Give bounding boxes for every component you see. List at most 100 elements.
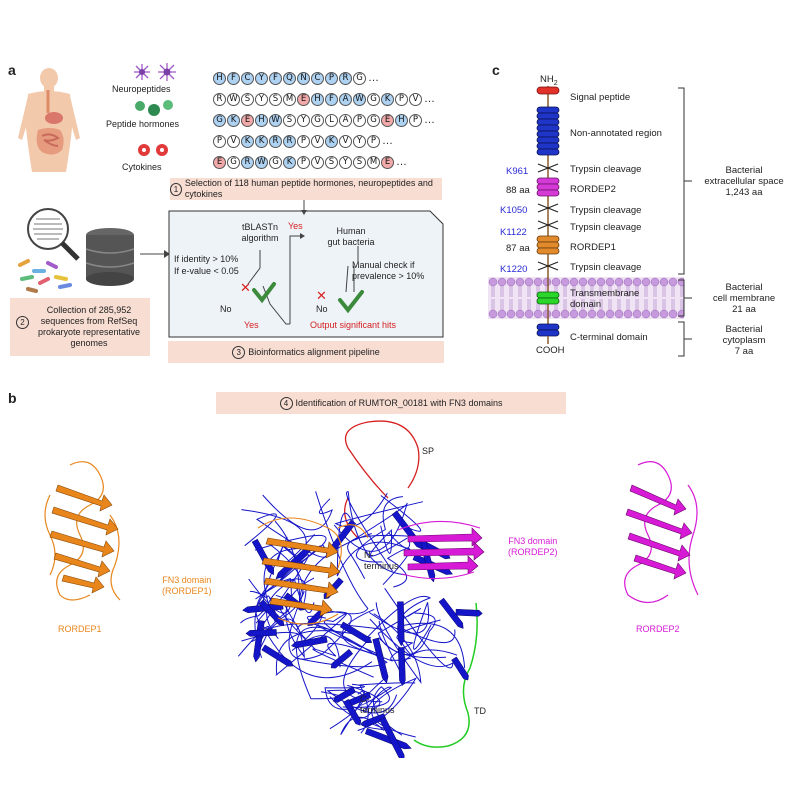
residue: K bbox=[227, 113, 240, 127]
sequence-ellipsis: … bbox=[382, 135, 393, 147]
residue: R bbox=[213, 92, 226, 106]
residue: Y bbox=[255, 71, 268, 85]
residue: Y bbox=[255, 92, 268, 106]
residue: F bbox=[269, 71, 282, 85]
residue: P bbox=[395, 92, 408, 106]
label-rordep1: RORDEP1 bbox=[570, 242, 616, 253]
label-signal-peptide: Signal peptide bbox=[570, 92, 631, 103]
residue: Y bbox=[339, 155, 352, 169]
scissors-icon bbox=[537, 163, 559, 173]
step2-line: Collection of 285,952 bbox=[46, 305, 132, 315]
residue: P bbox=[409, 113, 422, 127]
residue: H bbox=[213, 71, 226, 85]
label-c-terminal: C-terminal domain bbox=[570, 332, 648, 343]
label-sp: SP bbox=[422, 446, 435, 456]
no-label-1: No bbox=[220, 304, 232, 314]
residue: K bbox=[381, 92, 394, 106]
peptide-hormone-icon bbox=[135, 100, 173, 116]
residue: W bbox=[227, 92, 240, 106]
label-n-terminus: N-terminus bbox=[364, 550, 399, 571]
residue: E bbox=[381, 155, 394, 169]
label-c-terminus: C-terminus bbox=[360, 694, 395, 715]
step3-number: 3 bbox=[232, 345, 246, 359]
evalue-condition: If e-value < 0.05 bbox=[174, 266, 239, 276]
sequence-ellipsis: … bbox=[424, 93, 435, 105]
output-label: Output significant hits bbox=[310, 320, 397, 330]
residue: V bbox=[227, 134, 240, 148]
length-rordep1: 87 aa bbox=[506, 243, 530, 254]
residue: R bbox=[283, 134, 296, 148]
residue: Y bbox=[353, 134, 366, 148]
pipeline-box bbox=[168, 210, 444, 338]
neuropeptide-icon bbox=[134, 63, 176, 81]
category-neuropeptides: Neuropeptides bbox=[112, 84, 171, 94]
residue: E bbox=[213, 155, 226, 169]
residue: G bbox=[269, 155, 282, 169]
residue: K bbox=[283, 155, 296, 169]
residue: L bbox=[325, 113, 338, 127]
residue: G bbox=[367, 113, 380, 127]
step1-banner: 1 Selection of 118 human peptide hormone… bbox=[170, 178, 442, 200]
residue: Y bbox=[297, 113, 310, 127]
residue: W bbox=[255, 155, 268, 169]
step1-text: Selection of 118 human peptide hormones,… bbox=[184, 178, 433, 199]
residue: K bbox=[241, 134, 254, 148]
residue: P bbox=[297, 155, 310, 169]
sequence-ellipsis: … bbox=[424, 114, 435, 126]
step2-line: sequences from RefSeq bbox=[40, 316, 138, 326]
residue: W bbox=[269, 113, 282, 127]
residue: A bbox=[339, 92, 352, 106]
sequence-ellipsis: … bbox=[396, 156, 407, 168]
nh2-label: NH2 bbox=[540, 74, 558, 87]
label-non-annotated: Non-annotated region bbox=[570, 128, 662, 139]
no-label-2: No bbox=[316, 304, 328, 314]
membrane-bilayer bbox=[488, 277, 684, 319]
residue: W bbox=[353, 92, 366, 106]
residue: Q bbox=[283, 71, 296, 85]
database-illustration bbox=[18, 208, 135, 293]
residue: K bbox=[255, 134, 268, 148]
human-body-illustration bbox=[18, 68, 80, 172]
residue: P bbox=[325, 71, 338, 85]
residue: V bbox=[409, 92, 422, 106]
residue: A bbox=[339, 113, 352, 127]
residue: S bbox=[353, 155, 366, 169]
step2-number: 2 bbox=[16, 316, 29, 329]
yes-label-1: Yes bbox=[244, 320, 259, 330]
site-k1122: K1122 bbox=[500, 227, 527, 238]
step2-line: genomes bbox=[70, 338, 108, 348]
residue: H bbox=[311, 92, 324, 106]
label-fn3-rordep1: FN3 domain(RORDEP1) bbox=[162, 575, 212, 596]
residue: V bbox=[311, 155, 324, 169]
site-k1050: K1050 bbox=[500, 205, 528, 216]
residue: F bbox=[227, 71, 240, 85]
rordep1-caption: RORDEP1 bbox=[58, 624, 102, 634]
residue: C bbox=[311, 71, 324, 85]
label-trypsin-4: Trypsin cleavage bbox=[570, 262, 642, 273]
step2-box: 2 Collection of 285,952 sequences from R… bbox=[10, 298, 150, 356]
site-k961: K961 bbox=[506, 166, 529, 177]
residue: E bbox=[381, 113, 394, 127]
step1-number: 1 bbox=[170, 182, 182, 196]
residue: P bbox=[353, 113, 366, 127]
residue: R bbox=[269, 134, 282, 148]
yes-label-top: Yes bbox=[288, 221, 303, 231]
panel-c-label: c bbox=[492, 62, 500, 78]
rordep2-caption: RORDEP2 bbox=[636, 624, 680, 634]
residue: R bbox=[339, 71, 352, 85]
full-length-structure bbox=[237, 420, 485, 758]
residue: S bbox=[269, 92, 282, 106]
rordep2-structure bbox=[624, 461, 699, 604]
label-trypsin-2: Trypsin cleavage bbox=[570, 205, 642, 216]
residue: G bbox=[213, 113, 226, 127]
step4-banner: 4 Identification of RUMTOR_00181 with FN… bbox=[216, 392, 566, 414]
reject-x-icon: ✕ bbox=[240, 281, 251, 296]
residue: N bbox=[297, 71, 310, 85]
